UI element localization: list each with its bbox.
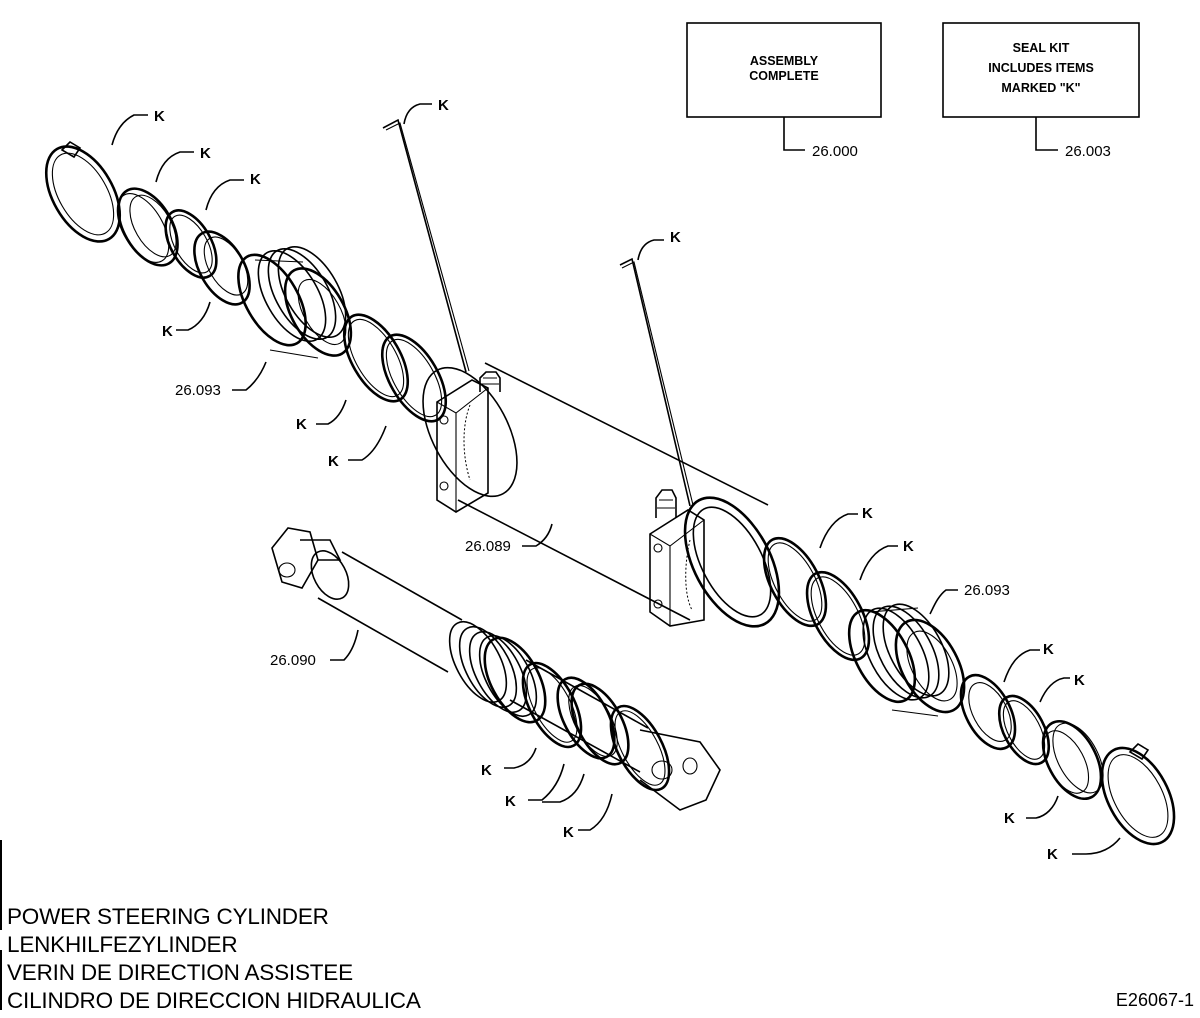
assembly-complete-box: ASSEMBLY COMPLETE 26.000: [686, 22, 882, 160]
k-marker-label: K: [250, 171, 261, 188]
rod-o-ring-b: [609, 704, 671, 792]
seal-kit-line-3: MARKED "K": [1001, 81, 1080, 95]
callout-26093-left: 26.093: [175, 361, 267, 399]
right-snap-ring: [1100, 742, 1176, 846]
k-marker-label: K: [296, 416, 307, 433]
piston-rod: [271, 527, 721, 811]
k-callout-backup-left: K: [162, 301, 211, 340]
part-label-26089: 26.089: [465, 538, 511, 555]
k-callout-wire-right: K: [637, 229, 681, 261]
seal-kit-ref-label: 26.003: [1065, 143, 1111, 160]
part-label-26090: 26.090: [270, 652, 316, 669]
k-marker-label: K: [505, 793, 516, 810]
k-callout-snap-ring-left: K: [111, 108, 165, 146]
k-callout-o-ring-large-left-a: K: [296, 399, 347, 433]
seal-kit-line-2: INCLUDES ITEMS: [988, 61, 1094, 75]
callout-26089: 26.089: [465, 523, 553, 555]
rod-backup-rings: [556, 676, 630, 766]
k-marker-label: K: [903, 538, 914, 555]
k-callout-rod-o-ring-a: K: [481, 747, 537, 779]
left-edge-mark-bottom: [0, 950, 2, 1010]
k-callout-o-ring-large-left-b: K: [328, 425, 387, 470]
callout-26090: 26.090: [270, 629, 359, 669]
title-fr: VERIN DE DIRECTION ASSISTEE: [7, 960, 353, 985]
left-snap-ring: [44, 140, 122, 243]
k-callout-snap-ring-right: K: [1047, 837, 1121, 863]
k-callout-o-ring-right-a: K: [819, 505, 873, 549]
k-callout-wire-left: K: [403, 97, 449, 125]
bleeder-wire-right: [619, 257, 694, 507]
k-callout-wiper-left: K: [155, 145, 211, 183]
left-backup-ring: [193, 230, 251, 306]
right-o-ring-large-b: [805, 570, 871, 662]
callout-26093-right: 26.093: [929, 582, 1010, 615]
assembly-box-line-2: COMPLETE: [749, 69, 818, 83]
seal-kit-box: SEAL KIT INCLUDES ITEMS MARKED "K" 26.00…: [942, 22, 1140, 160]
title-en: POWER STEERING CYLINDER: [7, 904, 329, 929]
assembly-ref-label: 26.000: [812, 143, 858, 160]
k-callout-o-ring-left: K: [205, 171, 261, 211]
k-callout-o-ring-right-b: K: [859, 538, 914, 581]
left-edge-mark-top: [0, 840, 2, 930]
part-label-26093-right: 26.093: [964, 582, 1010, 599]
title-es: CILINDRO DE DIRECCION HIDRAULICA: [7, 988, 421, 1013]
left-o-ring-large-b: [380, 333, 448, 423]
k-callout-o-ring-small-right: K: [1039, 672, 1085, 703]
right-o-ring-large-a: [762, 536, 828, 628]
k-marker-label: K: [862, 505, 873, 522]
k-marker-label: K: [563, 824, 574, 841]
part-label-26093-left: 26.093: [175, 382, 221, 399]
seal-kit-line-1: SEAL KIT: [1013, 41, 1070, 55]
right-piston-gland: [847, 603, 966, 717]
left-piston-gland: [237, 245, 353, 359]
right-o-ring-small: [997, 694, 1051, 766]
title-de: LENKHILFEZYLINDER: [7, 932, 238, 957]
k-callout-wiper-right: K: [1004, 795, 1059, 827]
k-marker-label: K: [1004, 810, 1015, 827]
k-marker-label: K: [481, 762, 492, 779]
k-marker-label: K: [438, 97, 449, 114]
k-callout-rod-o-ring-b: K: [563, 793, 613, 841]
k-marker-label: K: [670, 229, 681, 246]
right-wiper-seal: [1041, 719, 1104, 801]
k-marker-label: K: [1047, 846, 1058, 863]
assembly-box-line-1: ASSEMBLY: [750, 54, 819, 68]
right-backup-ring: [959, 673, 1017, 751]
k-marker-label: K: [328, 453, 339, 470]
left-o-ring-small: [164, 209, 218, 279]
k-marker-label: K: [1043, 641, 1054, 658]
k-callout-backup-right: K: [1003, 641, 1054, 683]
k-marker-label: K: [200, 145, 211, 162]
k-marker-label: K: [1074, 672, 1085, 689]
figure-code: E26067-1: [1115, 990, 1194, 1010]
k-marker-label: K: [154, 108, 165, 125]
k-marker-label: K: [162, 323, 173, 340]
cylinder-body: [422, 362, 781, 628]
k-callout-rod-backup-rings: K: [505, 763, 585, 810]
bleeder-wire-left: [382, 118, 470, 373]
